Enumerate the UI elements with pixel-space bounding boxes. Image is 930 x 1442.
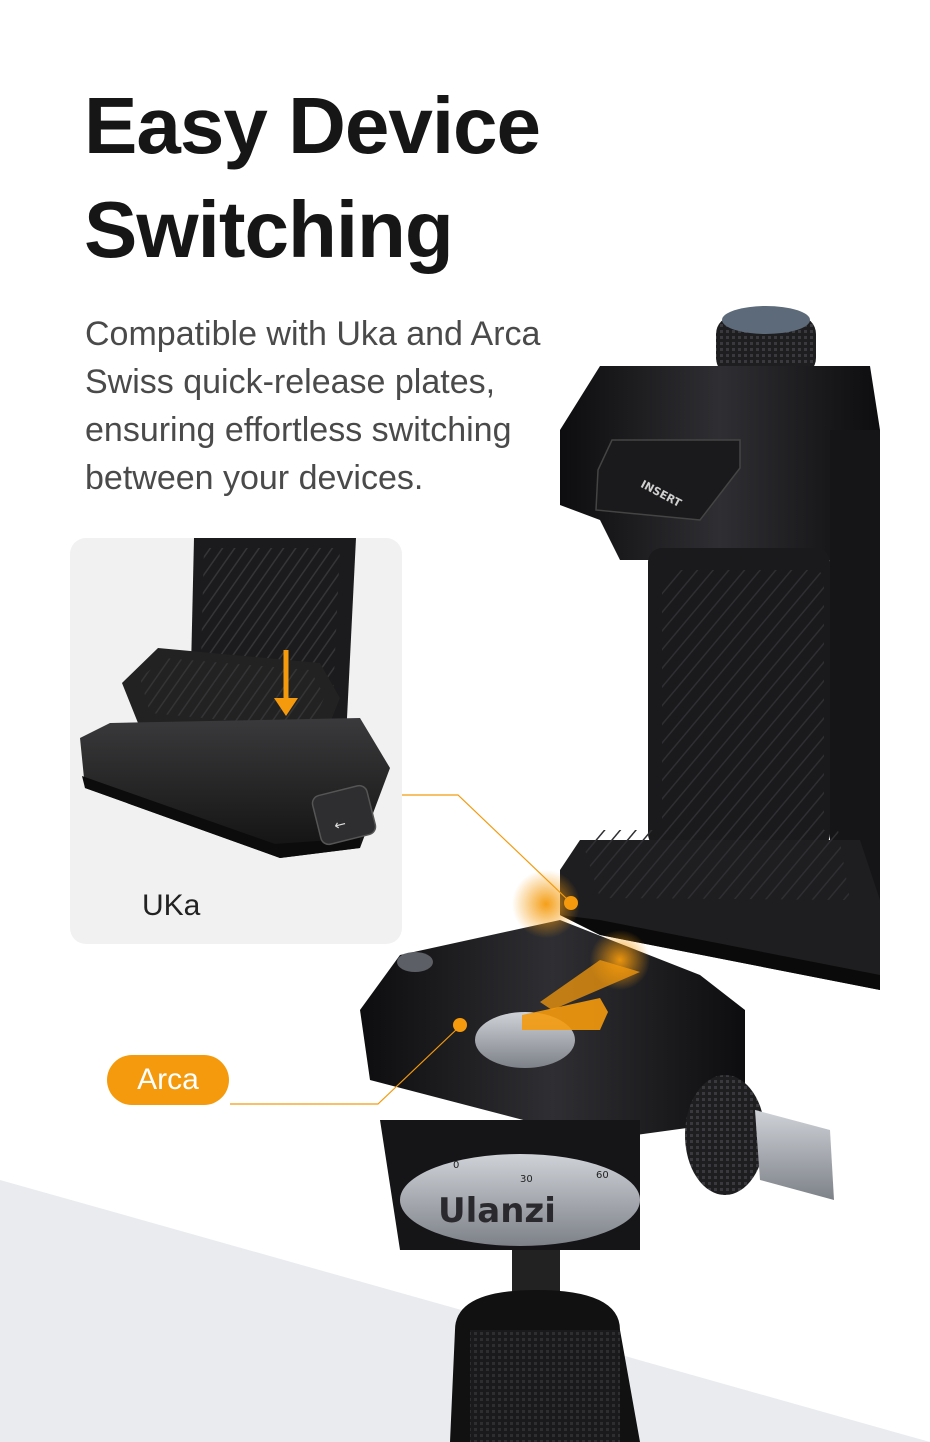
- headline-line-1: Easy Device: [84, 81, 541, 170]
- headline-line-2: Switching: [84, 185, 454, 274]
- uka-label: UKa: [142, 889, 201, 922]
- svg-text:0: 0: [453, 1160, 459, 1171]
- description-line-1: Compatible with Uka and Arca: [85, 315, 541, 353]
- headline: Easy Device Switching: [84, 74, 541, 282]
- arca-pill-label: Arca: [107, 1055, 229, 1105]
- description-line-2: Swiss quick-release plates,: [85, 363, 496, 401]
- svg-text:←: ←: [333, 816, 348, 834]
- description-line-3: ensuring effortless switching: [85, 411, 512, 449]
- description: Compatible with Uka and Arca Swiss quick…: [85, 310, 605, 502]
- svg-text:30: 30: [520, 1174, 533, 1185]
- uka-plate-illustration: ←: [80, 538, 390, 858]
- uka-inset-card: ←: [70, 538, 402, 944]
- svg-text:60: 60: [596, 1170, 609, 1181]
- description-line-4: between your devices.: [85, 459, 424, 497]
- side-knob: [685, 1075, 765, 1195]
- brand-logo: Ulanzi: [438, 1191, 556, 1231]
